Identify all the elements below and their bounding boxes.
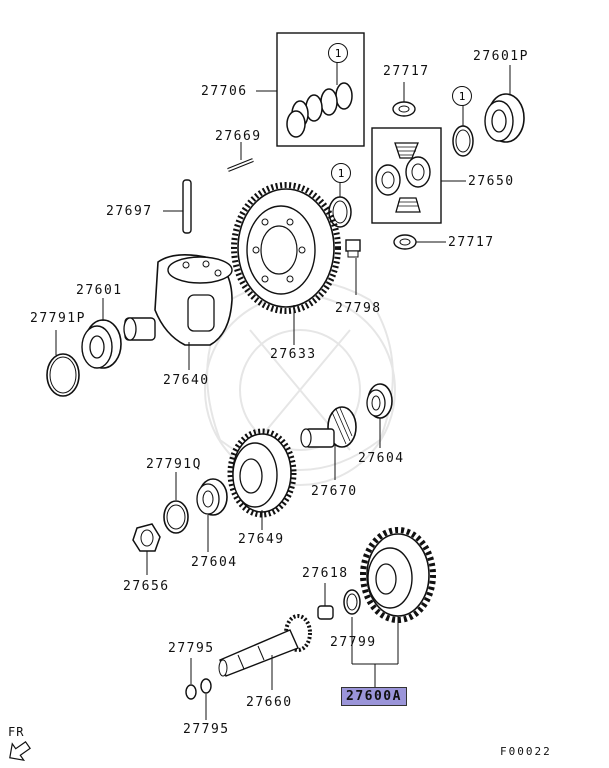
bearing-27601p (484, 65, 525, 143)
part-label[interactable]: 27717 (383, 64, 430, 79)
ref-marker-1-middle: 1 (331, 163, 351, 183)
part-label[interactable]: 27604 (191, 555, 238, 570)
figure-code: F00022 (500, 745, 552, 758)
part-label[interactable]: 27670 (311, 484, 358, 499)
thrust-washer-bottom (393, 234, 446, 250)
part-label[interactable]: 27649 (238, 532, 285, 547)
transfer-driven-gear-assembly (360, 527, 436, 623)
collar-27618 (317, 583, 334, 620)
output-shaft (218, 614, 312, 690)
thrust-washer-top (392, 82, 416, 117)
front-direction-arrow-icon (9, 741, 31, 762)
part-label[interactable]: 27795 (168, 641, 215, 656)
part-label[interactable]: 27706 (201, 84, 248, 99)
part-label[interactable]: 27791P (30, 311, 86, 326)
ring-gear-bolt (345, 239, 361, 295)
part-label-highlighted[interactable]: 27600A (341, 687, 407, 706)
part-label[interactable]: 27795 (183, 722, 230, 737)
part-label[interactable]: 27697 (106, 204, 153, 219)
part-label[interactable]: 27604 (358, 451, 405, 466)
shim-27791q (163, 472, 189, 534)
lock-nut (132, 523, 161, 575)
pinion-shaft (163, 179, 192, 234)
part-label[interactable]: 27601 (76, 283, 123, 298)
ref-marker-1-top: 1 (328, 43, 348, 63)
part-label[interactable]: 27791Q (146, 457, 202, 472)
final-drive-ring-gear (231, 182, 341, 345)
part-label[interactable]: 27650 (468, 174, 515, 189)
part-label[interactable]: 27669 (215, 129, 262, 144)
snap-ring-27795a (185, 658, 197, 700)
part-label[interactable]: 27798 (335, 301, 382, 316)
output-pinion (300, 406, 357, 480)
shim-27791p (46, 330, 80, 397)
differential-case (123, 254, 233, 370)
part-label[interactable]: 27633 (270, 347, 317, 362)
lock-pin (227, 142, 254, 172)
shim-ring-right (452, 105, 474, 157)
part-label[interactable]: 27640 (163, 373, 210, 388)
part-label[interactable]: 27660 (246, 695, 293, 710)
bearing-27601 (81, 298, 122, 369)
washer-27799 (343, 589, 361, 615)
part-label[interactable]: 27799 (330, 635, 377, 650)
part-label[interactable]: 27656 (123, 579, 170, 594)
front-direction-label: FR (8, 725, 25, 739)
pinion-gear-set-box (371, 127, 466, 224)
transfer-drive-gear (227, 428, 297, 530)
bearing-27604-lower (196, 478, 228, 552)
part-label[interactable]: 27601P (473, 49, 529, 64)
part-label[interactable]: 27717 (448, 235, 495, 250)
part-label[interactable]: 27618 (302, 566, 349, 581)
assembly-bracket (351, 616, 399, 687)
ref-marker-1-right: 1 (452, 86, 472, 106)
bearing-27604-upper (366, 383, 393, 448)
snap-ring-27795b (200, 678, 212, 720)
snap-ring-set-box (256, 32, 365, 147)
shim-ring-middle (328, 182, 352, 228)
